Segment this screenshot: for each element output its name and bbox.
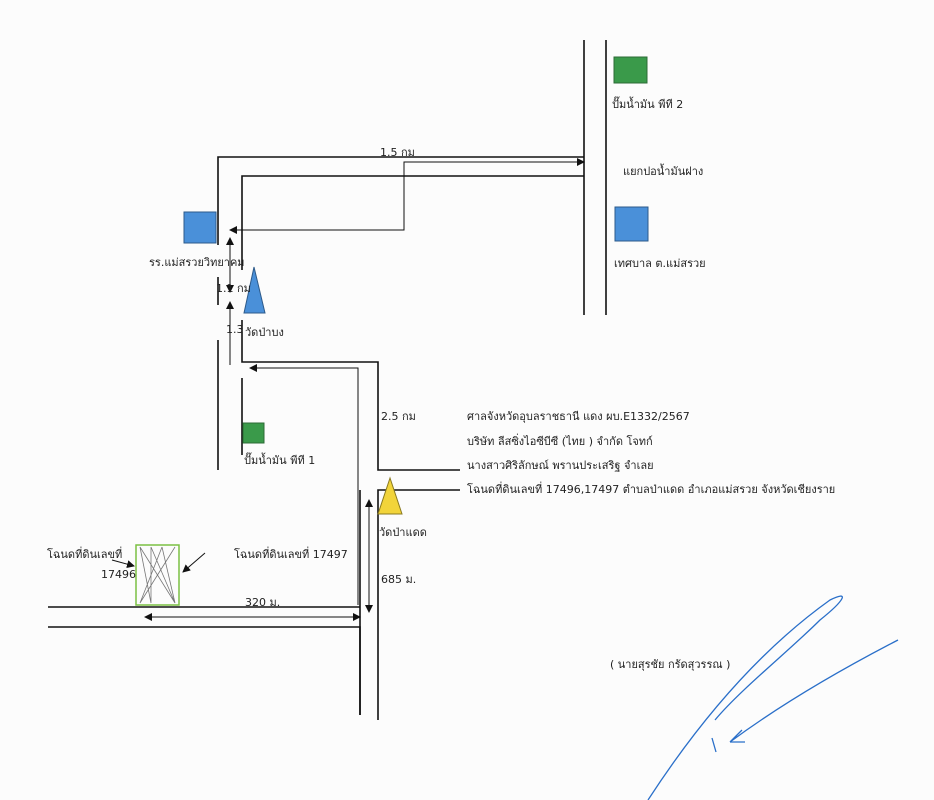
temple-pa-bong-label: วัดป่าบง — [245, 326, 284, 339]
gas-station-1-label: ปั๊มน้ำมัน พีที 1 — [244, 454, 316, 467]
distance-685-label: 685 ม. — [381, 573, 417, 586]
gas-station-2-label: ปั๊มน้ำมัน พีที 2 — [612, 98, 684, 111]
municipality-label: เทศบาล ต.แม่สรวย — [614, 257, 706, 270]
municipality-marker — [614, 206, 649, 242]
gas-station-2-marker — [613, 56, 648, 84]
distance-1-1-label: 1.1 กม — [216, 282, 251, 295]
temple-pa-daet-label: วัดป่าแดด — [379, 526, 427, 539]
junction-label: แยกปอน้ำมันฝาง — [623, 165, 704, 178]
distance-arrows — [111, 158, 585, 621]
case-info-line: นางสาวศิริลักษณ์ พรานประเสริฐ จำเลย — [467, 459, 654, 472]
deed-17497-label: โฉนดที่ดินเลขที่ 17497 — [234, 548, 348, 561]
case-info-line: โฉนดที่ดินเลขที่ 17496,17497 ตำบลป่าแดด … — [467, 483, 836, 496]
distance-top-label: 1.5 กม — [380, 146, 415, 159]
school-label: รร.แม่สรวยวิทยาคม — [149, 256, 245, 269]
signer-name: ( นายสุรชัย กรัดสุวรรณ ) — [610, 658, 731, 671]
gas-station-1-marker — [242, 422, 265, 444]
case-info-line: ศาลจังหวัดอุบลราชธานี แดง ผบ.E1332/2567 — [467, 410, 690, 423]
signature — [647, 595, 899, 800]
distance-2-5-label: 2.5 กม — [381, 410, 416, 423]
distance-320-label: 320 ม. — [245, 596, 281, 609]
temple-pa-daet-marker — [377, 476, 403, 515]
roads — [48, 40, 607, 720]
deed-17496-label: โฉนดที่ดินเลขที่ — [47, 548, 123, 561]
case-info-line: บริษัท ลีสซิ่งไอซีบีซี (ไทย ) จำกัด โจทก… — [467, 435, 653, 448]
school-marker — [183, 211, 217, 244]
land-plot-marker — [135, 544, 180, 606]
deed-17496-number: 17496 — [101, 568, 136, 581]
temple-pa-bong-marker — [243, 266, 266, 314]
distance-1-3-label: 1.3 — [226, 323, 244, 336]
